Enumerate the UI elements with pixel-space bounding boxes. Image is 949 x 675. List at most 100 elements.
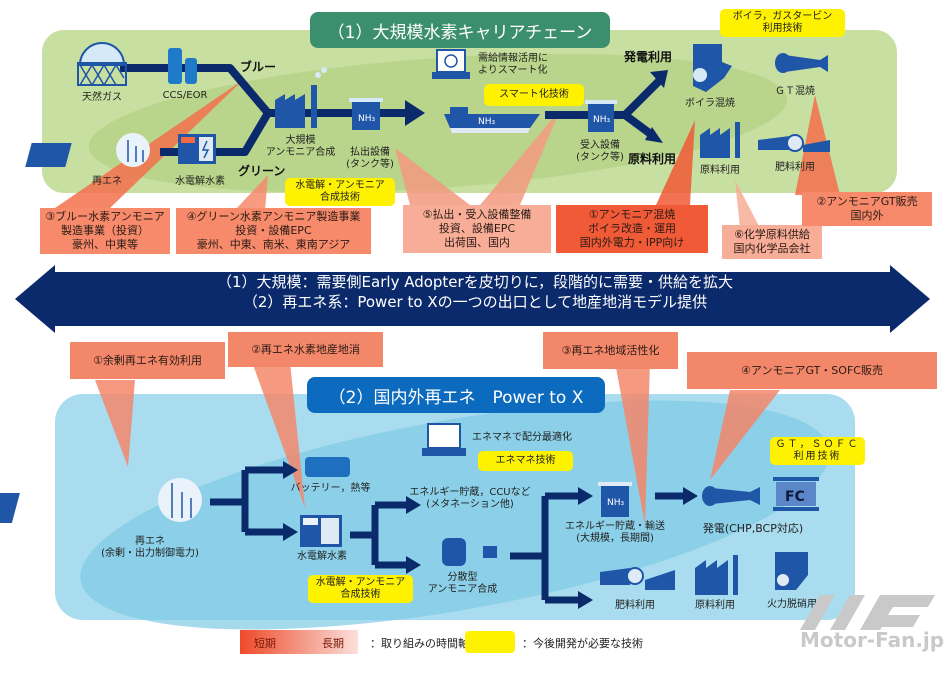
pointer-3 <box>55 80 243 208</box>
storage-ccu-label: エネルギー貯蔵，CCUなど (メタネーション他) <box>409 487 531 510</box>
use-power-label: 発電利用 <box>624 50 673 64</box>
battery-icon <box>305 457 350 477</box>
yellow-legend-swatch <box>465 631 515 653</box>
pointer-b1 <box>95 380 135 467</box>
path-green-label: グリーン <box>238 164 286 178</box>
banner-line2: （2）再エネ系：Power to Xの一つの出口として地産地消モデル提供 <box>242 293 708 311</box>
fuel-cell-icon <box>773 477 819 511</box>
enemane-tech-box: エネマネ技術 <box>478 451 573 471</box>
gt-sofc-tech-box: ＧＴ，ＳＯＦＣ 利用技術 <box>770 437 865 465</box>
boiler-label: ボイラ混焼 <box>685 98 735 109</box>
pointer-6 <box>735 180 760 228</box>
denox-boiler-icon <box>775 552 808 590</box>
pointer-b4 <box>710 390 780 480</box>
source-gas-label: 天然ガス <box>82 92 122 103</box>
solar-panel-icon <box>25 143 72 167</box>
pointer-b3 <box>615 362 650 525</box>
storage-transport-label: エネルギー貯蔵・輸送 (大規模，長期間) <box>565 521 665 544</box>
callout-terminal: ⑤払出・受入設備整備 投資、設備EPC 出荷国、国内 <box>403 205 551 253</box>
pointer-1 <box>656 120 695 205</box>
source-renewable-label: 再エネ <box>92 176 122 187</box>
pointer-5a <box>395 148 470 205</box>
callout-blue-ammonia: ③ブルー水素アンモニア 製造事業（投資） 豪州、中東等 <box>40 208 170 254</box>
callout-local-hydrogen: ②再エネ水素地産地消 <box>228 332 383 367</box>
renewable-label-2: 再エネ (余剰・出力制御電力) <box>101 536 199 559</box>
ship-nh3-label: NH₃ <box>478 117 496 127</box>
callout-chemical: ⑥化学原料供給 国内化学品会社 <box>722 225 822 259</box>
denox-label: 火力脱硝用 <box>767 599 817 610</box>
storage-tank-icon <box>349 98 383 130</box>
receiving-label: 受入設備 (タンク等) <box>576 140 624 163</box>
gas-turbine-icon <box>775 53 828 73</box>
wind-turbine-icon <box>116 133 150 167</box>
laptop-icon <box>432 49 470 79</box>
shipping-out-label: 払出設備 (タンク等) <box>346 147 394 170</box>
battery-label: バッテリー，熱等 <box>290 483 371 494</box>
feedstock-factory-icon <box>700 122 740 158</box>
legend-short: 短期 <box>254 637 276 650</box>
feed-arrow <box>622 111 655 139</box>
source-electrolysis-label: 水電解水素 <box>175 176 225 187</box>
pointer-5b <box>480 110 560 205</box>
electrolysis-label-2: 水電解水素 <box>297 551 347 562</box>
svg-text:NH₃: NH₃ <box>593 115 611 125</box>
source-ccs-label: CCS/EOR <box>162 90 208 101</box>
use-feedstock-label: 原料利用 <box>628 152 677 166</box>
watermark-text: Motor-Fan.jp <box>800 628 945 652</box>
legend-timeline-desc: ：取り組みの時間軸 <box>370 637 469 650</box>
section1-title: （1）大規模水素キャリアチェーン <box>310 12 610 48</box>
farm-icon-2 <box>600 567 675 590</box>
power-label-2: 発電(CHP,BCP対応) <box>702 522 804 535</box>
smart-tech-box: スマート化技術 <box>484 84 584 106</box>
power-arrow <box>622 77 663 118</box>
ship-arrow-head <box>405 100 425 126</box>
tank-nh3-label: NH₃ <box>358 114 376 124</box>
legend-yellow-desc: ：今後開発が必要な技術 <box>522 637 643 650</box>
enemane-label: エネマネで配分最適化 <box>472 432 572 443</box>
callout-cofiring: ①アンモニア混焼 ボイラ改造・運用 国内外電力・IPP向け <box>556 205 708 253</box>
callout-gt-sales: ②アンモニアGT販売 国内外 <box>802 192 932 226</box>
banner-line1: （1）大規模：需要側Early Adopterを皮切りに，段階的に需要・供給を拡… <box>217 273 733 291</box>
feedstock-factory-icon-2 <box>695 555 738 595</box>
synthesis-label: 大規模 アンモニア合成 <box>265 135 336 158</box>
distributed-label: 分散型 アンモニア合成 <box>427 572 498 595</box>
timeline-legend-swatch <box>240 630 358 654</box>
path-blue-label: ブルー <box>240 60 277 74</box>
callout-gt-sofc: ④アンモニアGT・SOFC販売 <box>687 352 937 389</box>
fertilizer-label: 肥料利用 <box>775 162 815 173</box>
nh3-tank-icon-2 <box>598 482 632 517</box>
gas-line <box>120 64 272 116</box>
gas-tank-icon <box>77 42 127 86</box>
raw-label-2: 原料利用 <box>695 600 735 611</box>
callout-regional: ③再エネ地域活性化 <box>543 332 678 369</box>
pointer-4 <box>235 175 268 210</box>
callout-green-ammonia: ④グリーン水素アンモニア製造事業 投資・設備EPC 豪州、中東、南米、東南アジア <box>176 208 371 254</box>
boiler-icon <box>693 44 732 92</box>
fc-label: FC <box>785 489 805 505</box>
gt-label: ＧＴ混焼 <box>775 86 815 97</box>
ship-icon <box>444 107 540 133</box>
boiler-gt-tech-box: ボイラ，ガスタービン 利用技術 <box>720 9 845 37</box>
electrolyzer-icon <box>178 134 216 164</box>
smart-label: 需給情報活用に よりスマート化 <box>478 53 548 76</box>
solar-panel-icon-2 <box>0 493 20 523</box>
receiving-tank-icon <box>585 100 617 132</box>
fertilizer-label-2: 肥料利用 <box>615 600 655 611</box>
callout-surplus-renewable: ①余剰再エネ有効利用 <box>70 342 225 379</box>
banner-text: （1）大規模：需要側Early Adopterを皮切りに，段階的に需要・供給を拡… <box>110 272 840 312</box>
raw-label: 原料利用 <box>700 165 740 176</box>
gas-turbine-icon-2 <box>702 486 760 506</box>
fertilizer-farm-icon <box>758 134 830 152</box>
distributed-synthesis-icon <box>442 538 497 566</box>
electrolysis-tech-box-top: 水電解・アンモニア 合成技術 <box>285 178 395 206</box>
legend-long: 長期 <box>322 637 344 650</box>
laptop-icon-2 <box>422 423 466 456</box>
svg-text:NH₃: NH₃ <box>607 498 625 508</box>
electrolysis-tech-box-bottom: 水電解・アンモニア 合成技術 <box>308 575 413 603</box>
factory-icon <box>275 67 327 128</box>
